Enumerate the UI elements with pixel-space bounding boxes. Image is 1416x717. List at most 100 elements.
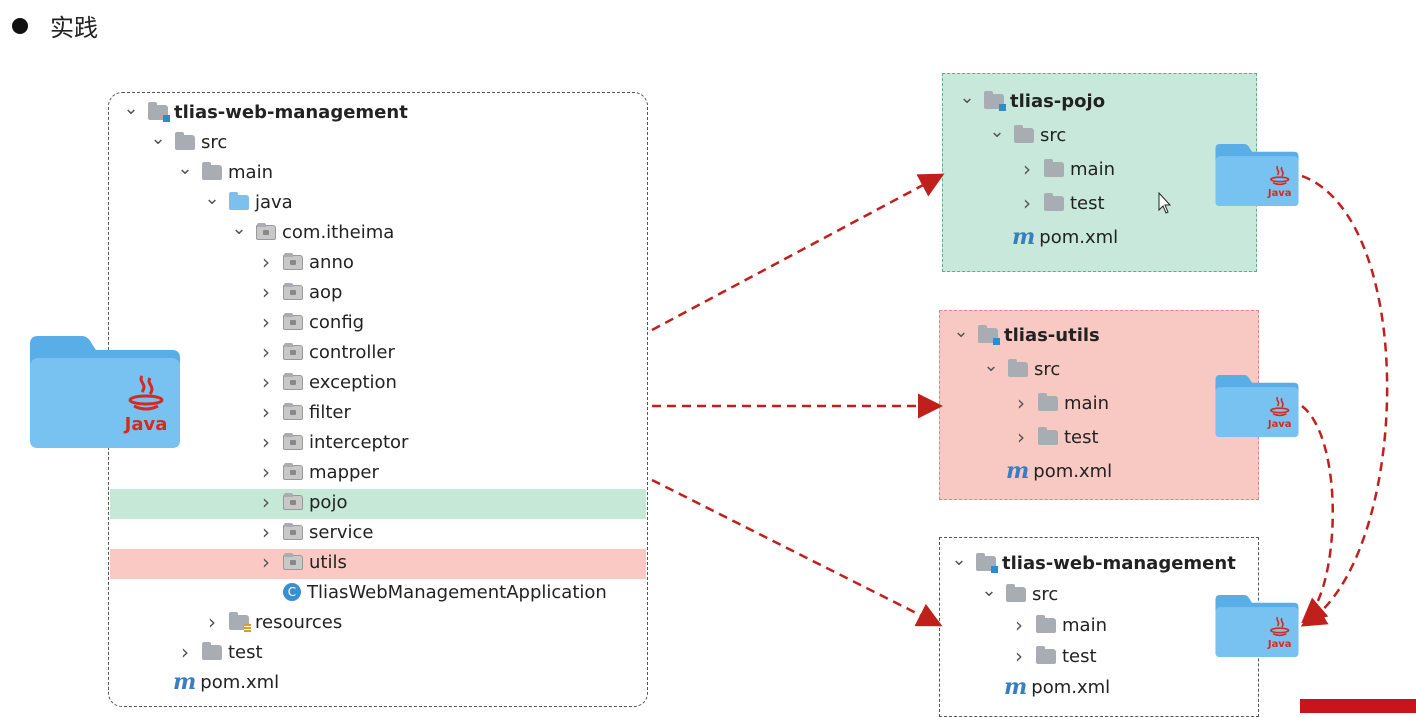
chevron-right-icon[interactable]: › [262, 490, 270, 514]
chevron-right-icon[interactable]: › [262, 520, 270, 544]
package-icon [283, 342, 303, 360]
tree-item[interactable]: › config [257, 307, 364, 337]
svg-text:Java: Java [1267, 639, 1292, 650]
java-folder-icon: Java [30, 336, 180, 452]
tree-item-label: config [309, 311, 365, 333]
tree-item[interactable]: › exception [257, 367, 397, 397]
tree-item[interactable]: ⌄tlias-pojo [958, 86, 1105, 116]
tree-item[interactable]: ⌄ tlias-utils [952, 320, 1100, 350]
tree-item-label: test [1062, 645, 1097, 667]
resources-folder-icon [229, 611, 251, 632]
tree-item[interactable]: ›test [1012, 422, 1099, 452]
tree-item-label: tlias-web-management [174, 101, 408, 123]
chevron-down-icon[interactable]: ⌄ [981, 579, 997, 601]
tree-item-label: tlias-web-management [1002, 552, 1236, 574]
tree-item-label: resources [255, 611, 343, 633]
tree-item[interactable]: › utils [257, 547, 347, 577]
chevron-right-icon[interactable]: › [1023, 191, 1031, 215]
chevron-down-icon[interactable]: ⌄ [951, 548, 967, 570]
arrow-utils-to-web [1301, 405, 1334, 624]
slide-heading: 实践 [12, 8, 98, 43]
tree-item[interactable]: ›main [1018, 154, 1115, 184]
tree-item[interactable]: ›test [176, 637, 263, 667]
chevron-right-icon[interactable]: › [262, 460, 270, 484]
maven-icon: m [1012, 224, 1036, 250]
arrow-pojo-to-web [1300, 174, 1389, 627]
chevron-right-icon[interactable]: › [262, 430, 270, 454]
chevron-down-icon[interactable]: ⌄ [150, 127, 166, 149]
tree-item-label: interceptor [309, 431, 409, 453]
folder-icon [1044, 158, 1064, 177]
tree-item-label: utils [309, 551, 347, 573]
chevron-right-icon[interactable]: › [208, 610, 216, 634]
chevron-right-icon[interactable]: › [262, 280, 270, 304]
tree-item[interactable]: ›pojo [257, 487, 347, 517]
tree-item-label: pom.xml [200, 671, 280, 693]
tree-item[interactable]: ›anno [257, 247, 354, 277]
folder-icon [1038, 392, 1058, 411]
chevron-right-icon[interactable]: › [262, 310, 270, 334]
chevron-down-icon[interactable]: ⌄ [204, 187, 220, 209]
chevron-down-icon[interactable]: ⌄ [989, 120, 1005, 142]
tree-item-label: main [1064, 392, 1109, 414]
tree-item[interactable]: ⌄ tlias-web-management [950, 548, 1236, 578]
package-icon [283, 282, 303, 300]
chevron-right-icon[interactable]: › [1015, 613, 1023, 637]
chevron-right-icon[interactable]: › [262, 400, 270, 424]
tree-item-label: mapper [309, 461, 379, 483]
tree-item[interactable]: ⌄com.itheima [230, 217, 394, 247]
tree-item[interactable]: ›service [257, 517, 373, 547]
package-icon [283, 462, 303, 480]
chevron-right-icon[interactable]: › [262, 370, 270, 394]
chevron-right-icon[interactable]: › [1017, 391, 1025, 415]
chevron-right-icon[interactable]: › [181, 640, 189, 664]
tree-item-label: main [228, 161, 273, 183]
chevron-right-icon[interactable]: › [262, 550, 270, 574]
chevron-right-icon[interactable]: › [1023, 157, 1031, 181]
tree-item[interactable]: ⌄src [982, 354, 1060, 384]
tree-item[interactable]: › interceptor [257, 427, 408, 457]
tree-item-label: main [1062, 614, 1107, 636]
tree-item[interactable]: › test [1010, 641, 1097, 671]
tree-item[interactable]: ›test [1018, 188, 1105, 218]
chevron-right-icon[interactable]: › [1017, 425, 1025, 449]
tree-item[interactable]: ›controller [257, 337, 395, 367]
tree-item-label: aop [309, 281, 343, 303]
java-folder-icon: Java [1214, 595, 1300, 661]
tree-item[interactable]: › main [1010, 610, 1107, 640]
tree-item[interactable]: › main [1012, 388, 1109, 418]
tree-item-label: tlias-utils [1004, 324, 1100, 346]
chevron-down-icon[interactable]: ⌄ [983, 354, 999, 376]
tree-item[interactable]: ⌄ tlias-web-management [122, 97, 408, 127]
chevron-down-icon[interactable]: ⌄ [959, 86, 975, 108]
tree-item[interactable]: ⌄java [203, 187, 292, 217]
package-icon [283, 372, 303, 390]
arrow-to-pojo [651, 173, 945, 332]
chevron-right-icon[interactable]: › [262, 340, 270, 364]
chevron-down-icon[interactable]: ⌄ [177, 157, 193, 179]
chevron-down-icon[interactable]: ⌄ [231, 217, 247, 239]
tree-item[interactable]: ⌄src [149, 127, 227, 157]
tree-item[interactable]: › resources [203, 607, 342, 637]
tree-item-label: TliasWebManagementApplication [307, 581, 607, 603]
tree-item[interactable]: › aop [257, 277, 342, 307]
tree-item[interactable]: ⌄src [980, 579, 1058, 609]
chevron-right-icon[interactable]: › [262, 250, 270, 274]
chevron-right-icon[interactable]: › [1015, 644, 1023, 668]
package-icon [283, 552, 303, 570]
tree-item-label: exception [309, 371, 397, 393]
package-icon [283, 492, 303, 510]
chevron-down-icon[interactable]: ⌄ [953, 320, 969, 342]
tree-item[interactable]: ⌄src [988, 120, 1066, 150]
tree-item[interactable]: ⌄ main [176, 157, 273, 187]
tree-item[interactable]: › mapper [257, 457, 379, 487]
tree-item[interactable]: ›filter [257, 397, 351, 427]
maven-icon: m [1006, 458, 1030, 484]
tree-item-label: pom.xml [1031, 676, 1111, 698]
chevron-down-icon[interactable]: ⌄ [123, 97, 139, 119]
